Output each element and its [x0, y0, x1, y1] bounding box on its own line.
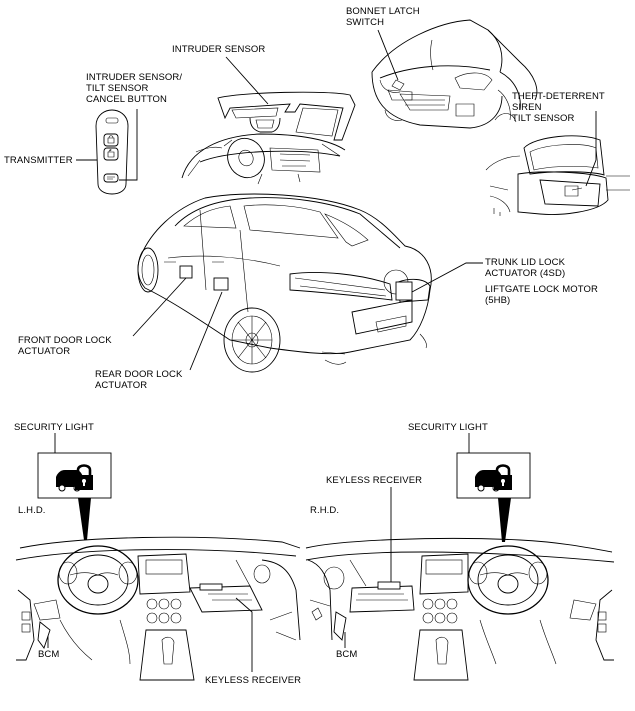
security-light-label-rhd: SECURITY LIGHT — [408, 422, 488, 433]
front-door-lock-leader — [132, 277, 187, 337]
bcm-label-lhd: BCM — [38, 649, 60, 660]
front-car-bonnet-drawing — [371, 19, 538, 129]
transmitter-label: TRANSMITTER — [4, 155, 73, 166]
front-door-lock-actuator-marker — [179, 265, 193, 279]
rear-trunk-siren-drawing — [485, 135, 630, 216]
rhd-dashboard-drawing — [305, 537, 615, 681]
car-padlock-icon — [56, 464, 93, 492]
rhd-label: R.H.D. — [310, 505, 340, 516]
trunk-lid-lock-actuator-label: TRUNK LID LOCK ACTUATOR (4SD) — [485, 257, 566, 279]
car-padlock-icon — [475, 464, 512, 492]
bonnet-latch-leader — [377, 29, 399, 81]
lhd-label: L.H.D. — [18, 505, 46, 516]
rear-door-lock-actuator-marker — [213, 277, 229, 291]
trunk-lid-lock-leader — [411, 262, 483, 293]
intruder-sensor-label: INTRUDER SENSOR — [172, 44, 266, 55]
transmitter-key-drawing — [95, 109, 129, 195]
cancel-button-leader — [119, 109, 138, 181]
keyless-receiver-label-rhd: KEYLESS RECEIVER — [326, 475, 423, 486]
rear-door-lock-leader — [189, 291, 223, 371]
main-sedan-drawing — [137, 193, 432, 373]
keyless-receiver-label-lhd: KEYLESS RECEIVER — [205, 675, 302, 686]
front-door-lock-actuator-label: FRONT DOOR LOCK ACTUATOR — [18, 335, 112, 357]
siren-leader — [585, 111, 597, 187]
liftgate-lock-motor-label: LIFTGATE LOCK MOTOR (5HB) — [485, 284, 598, 306]
intruder-tilt-cancel-button-label: INTRUDER SENSOR/ TILT SENSOR CANCEL BUTT… — [86, 72, 183, 105]
theft-deterrent-siren-tilt-sensor-label: THEFT-DETERRENT SIREN TILT SENSOR — [512, 91, 605, 124]
intruder-sensor-leader — [225, 56, 269, 105]
lhd-dashboard-drawing — [15, 536, 301, 681]
interior-intruder-sensor-drawing — [181, 91, 356, 185]
rear-door-lock-actuator-label: REAR DOOR LOCK ACTUATOR — [95, 369, 183, 391]
security-light-label-lhd: SECURITY LIGHT — [14, 422, 94, 433]
security-light-pointer-lhd — [78, 498, 91, 540]
trunk-lid-lock-actuator-marker — [395, 281, 413, 301]
security-light-pointer-rhd — [498, 498, 511, 542]
bonnet-latch-switch-label: BONNET LATCH SWITCH — [346, 6, 420, 28]
keyless-receiver-leader-lhd — [235, 597, 253, 672]
bcm-label-rhd: BCM — [336, 649, 358, 660]
